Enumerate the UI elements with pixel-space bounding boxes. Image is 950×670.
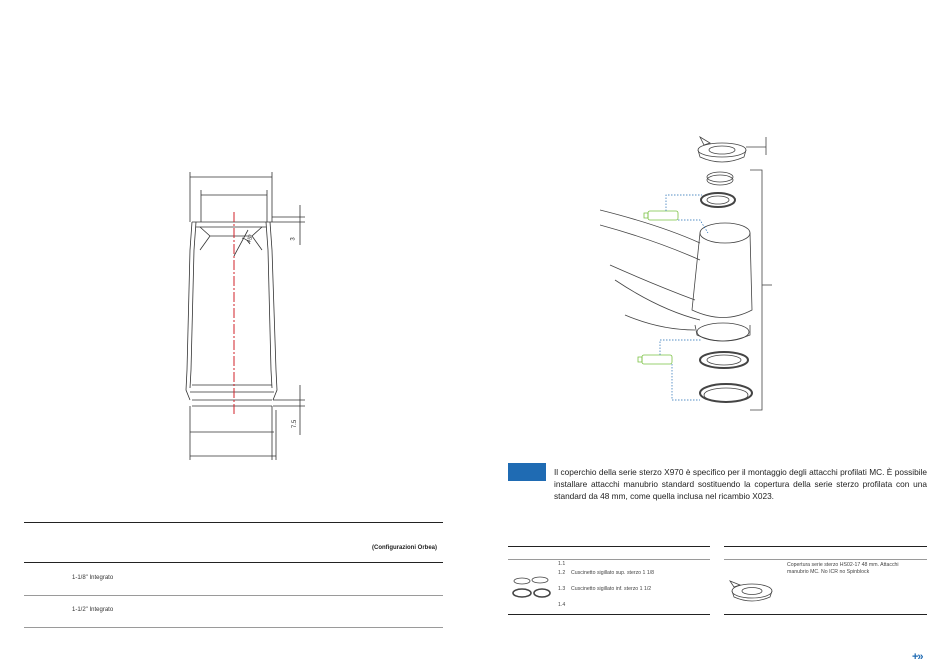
part-code-1-4: 1.4 — [558, 602, 566, 608]
parts-left-thumbnail — [512, 576, 551, 598]
parts-left-top-rule — [508, 546, 710, 547]
part-code-1-1: 1.1 — [558, 561, 566, 567]
part-desc-1-3: Cuscinetto sigillato inf. sterzo 1 1/2 — [571, 586, 652, 592]
part-code-1-3: 1.3 — [558, 586, 566, 592]
table-header-rule — [24, 562, 443, 563]
next-page-link[interactable]: +» — [912, 651, 924, 663]
parts-right-bottom-rule — [724, 614, 927, 615]
note-accent-box — [508, 463, 546, 481]
dim-top-label: 3 — [290, 237, 297, 241]
headset-exploded-illustration — [600, 135, 772, 411]
parts-right-desc: Copertura serie sterzo HS02-17 48 mm. At… — [787, 562, 899, 575]
parts-right-thumbnail — [728, 580, 773, 602]
table-row-2: 1-1/2" Integrato — [72, 607, 114, 613]
parts-right-top-rule — [724, 546, 927, 547]
part-desc-1-2: Cuscinetto sigillato sup. sterzo 1 1/8 — [571, 570, 655, 576]
head-tube-drawing — [185, 172, 305, 460]
table-row-1: 1-1/8" Integrato — [72, 575, 114, 581]
note-text: Il coperchio della serie sterzo X970 è s… — [554, 467, 927, 501]
parts-left-header-rule — [508, 559, 710, 560]
table-header: (Configurazioni Orbea) — [372, 545, 437, 551]
table-top-rule — [24, 522, 443, 523]
parts-left-bottom-rule — [508, 614, 710, 615]
table-bottom-rule — [24, 627, 443, 628]
part-code-1-2: 1.2 — [558, 570, 566, 576]
table-row-rule — [24, 595, 443, 596]
parts-right-header-rule — [724, 559, 927, 560]
dim-bottom-label: 7.5 — [292, 419, 299, 429]
